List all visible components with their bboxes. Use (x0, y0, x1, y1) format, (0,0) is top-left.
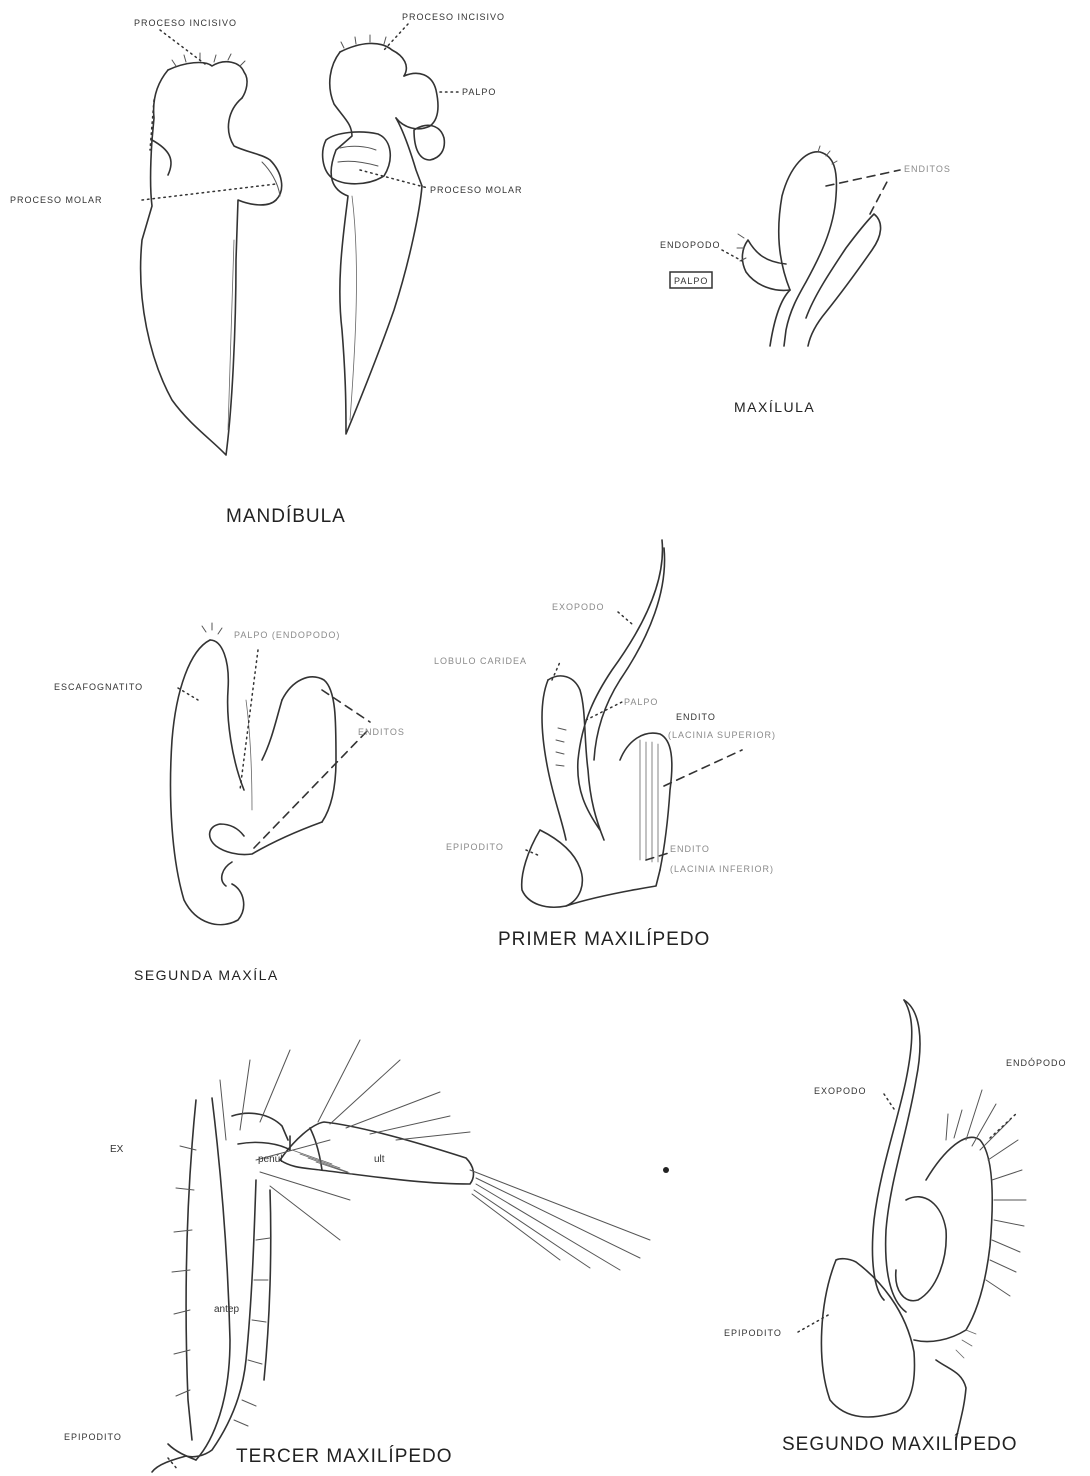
label-endopodo-segundo: ENDÓPODO (1006, 1058, 1067, 1068)
leader-palpo-endopodo (240, 650, 258, 790)
maxilula-figure: ENDITOS ENDOPODO PALPO MAXÍLULA (660, 146, 951, 415)
mandible-right-drawing (323, 35, 445, 434)
leader-lacinia-superior (664, 750, 742, 786)
label-enditos: ENDITOS (904, 164, 951, 174)
segunda-maxila-figure: ESCAFOGNATITO PALPO (ENDOPODO) ENDITOS S… (54, 623, 405, 983)
primer-maxilipedo-drawing (522, 540, 672, 907)
segundo-maxilipedo-drawing (821, 1000, 1026, 1440)
title-mandibula: MANDÍBULA (226, 506, 346, 527)
leader-epipodito-segundo (798, 1314, 830, 1332)
label-palpo: PALPO (462, 87, 496, 97)
ink-speck (663, 1167, 669, 1173)
title-segunda-maxila: SEGUNDA MAXÍLA (134, 967, 279, 983)
label-epipodito-tercer: EPIPODITO (64, 1432, 122, 1442)
label-proceso-incisivo-left: PROCESO INCISIVO (134, 18, 237, 28)
maxilula-drawing (737, 146, 881, 346)
label-exopodo-segundo: EXOPODO (814, 1086, 867, 1096)
leader-endopodo (722, 250, 744, 262)
title-segundo-maxilipedo: SEGUNDO MAXILÍPEDO (782, 1434, 1018, 1455)
label-lobulo-caridea: LOBULO CARIDEA (434, 656, 527, 666)
label-palpo-endopodo: PALPO (ENDOPODO) (234, 630, 340, 640)
label-proceso-incisivo-right: PROCESO INCISIVO (402, 12, 505, 22)
leader-lacinia-inferior (646, 852, 672, 860)
label-proceso-molar-right: PROCESO MOLAR (430, 185, 523, 195)
leader-enditos-b (254, 728, 370, 848)
mandible-left-drawing (141, 53, 282, 455)
title-primer-maxilipedo: PRIMER MAXILÍPEDO (498, 929, 710, 950)
leader-exopodo-segundo (884, 1094, 896, 1112)
leader-proceso-incisivo-left (160, 30, 205, 64)
label-penult: penúl (258, 1154, 282, 1165)
tercer-maxilipedo-drawing (152, 1040, 650, 1472)
label-epipodito-segundo: EPIPODITO (724, 1328, 782, 1338)
label-exopodo-primer: EXOPODO (552, 602, 605, 612)
label-lacinia-inferior: (LACINIA INFERIOR) (670, 864, 774, 874)
leader-proceso-molar-left (142, 184, 276, 200)
label-enditos-segunda-maxila: ENDITOS (358, 727, 405, 737)
label-endito-1: ENDITO (676, 712, 716, 722)
tercer-maxilipedo-figure: EX penúl ult antep EPIPODITO TERCER MAXI… (64, 1040, 650, 1472)
segundo-maxilipedo-figure: EXOPODO ENDÓPODO EPIPODITO SEGUNDO MAXIL… (724, 1000, 1067, 1455)
label-endopodo: ENDOPODO (660, 240, 721, 250)
title-maxilula: MAXÍLULA (734, 399, 815, 415)
leader-enditos-2 (870, 180, 888, 214)
label-epipodito-primer: EPIPODITO (446, 842, 504, 852)
leader-proceso-incisivo-right (384, 24, 408, 50)
title-tercer-maxilipedo: TERCER MAXILÍPEDO (236, 1446, 453, 1467)
mandibula-figure: PROCESO INCISIVO PROCESO INCISIVO PALPO … (10, 12, 523, 527)
primer-maxilipedo-figure: EXOPODO LOBULO CARIDEA PALPO ENDITO (LAC… (434, 540, 776, 950)
leader-exopodo-primer (618, 612, 632, 624)
label-palpo-maxilula: PALPO (674, 276, 708, 286)
label-escafognatito: ESCAFOGNATITO (54, 682, 143, 692)
label-proceso-molar-left: PROCESO MOLAR (10, 195, 103, 205)
label-palpo-primer: PALPO (624, 697, 658, 707)
segunda-maxila-drawing (171, 623, 337, 925)
label-ult: ult (374, 1154, 385, 1165)
label-exopodo-tercer: EX (110, 1144, 124, 1155)
leader-enditos-a (322, 690, 370, 722)
label-endito-2: ENDITO (670, 844, 710, 854)
label-antep: antep (214, 1304, 239, 1315)
leader-endopodo-segundo (990, 1112, 1018, 1138)
label-lacinia-superior: (LACINIA SUPERIOR) (668, 730, 776, 740)
